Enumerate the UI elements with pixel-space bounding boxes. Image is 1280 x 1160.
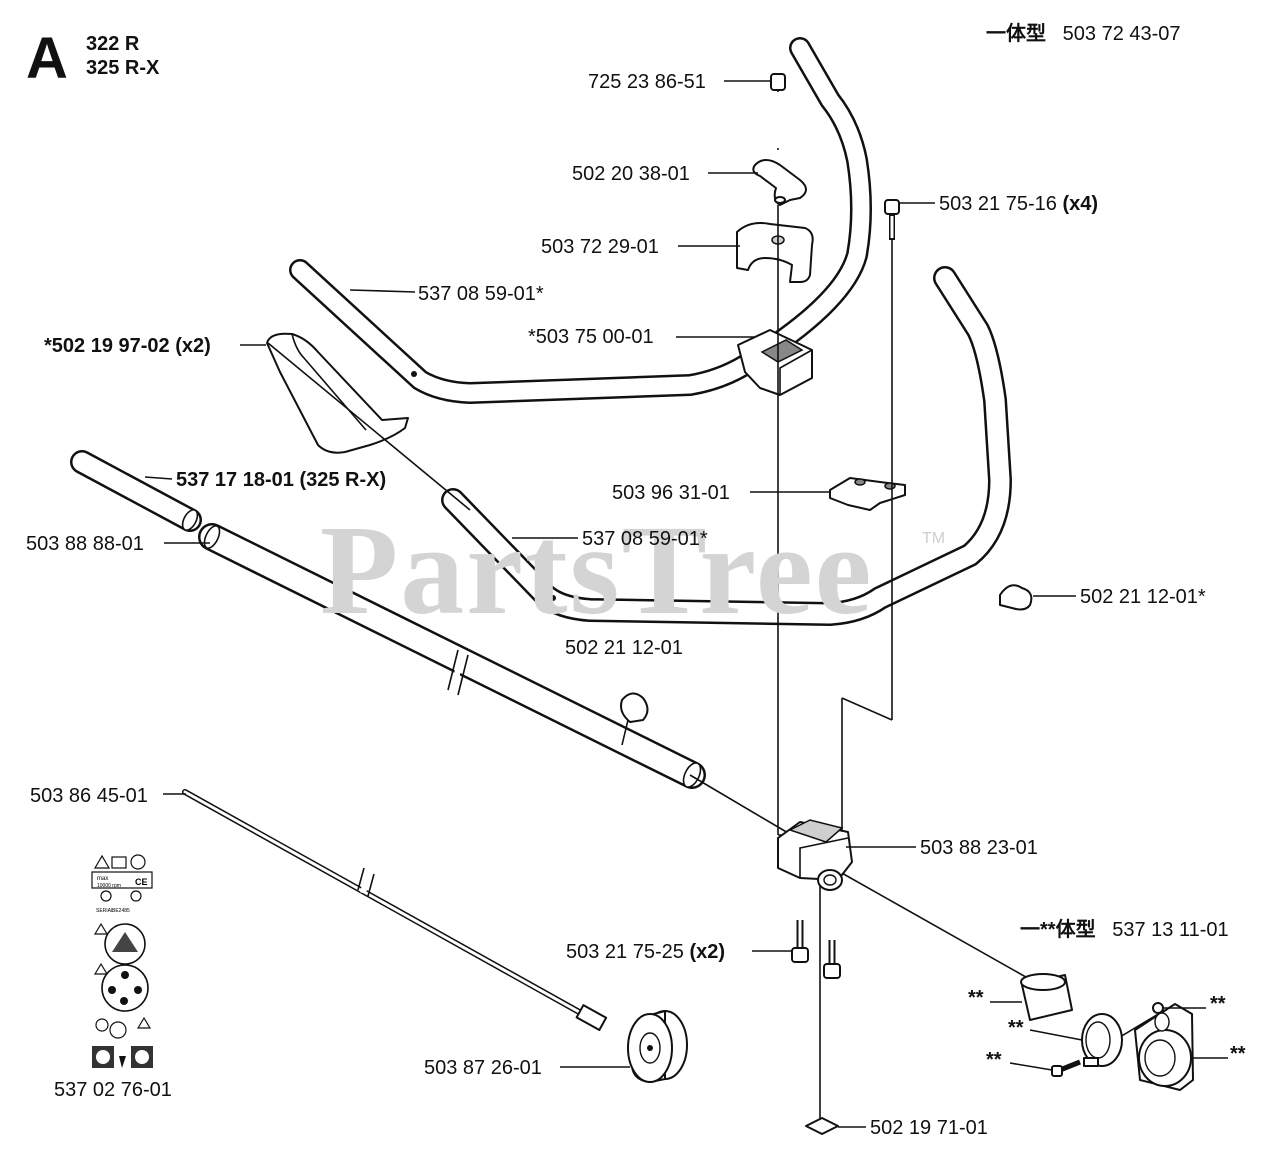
callout-502-19-71-01[interactable]: 502 19 71-01	[870, 1117, 988, 1139]
callout-503-21-75-16-part: 503 21 75-16	[939, 193, 1057, 215]
callout-503-21-75-25-part: 503 21 75-25	[566, 941, 684, 963]
marker-ring: **	[1008, 1017, 1024, 1039]
kit-alt: 一**体型 537 13 11-01	[1020, 918, 1229, 942]
kit-one-piece: 一体型 503 72 43-07	[986, 22, 1181, 46]
callout-503-88-88-01[interactable]: 503 88 88-01	[26, 533, 144, 555]
drive-flange	[627, 1010, 688, 1083]
bolt-long	[884, 199, 900, 240]
watermark: PartsTree	[320, 499, 874, 641]
drive-shaft	[182, 789, 608, 1032]
callout-503-21-75-16[interactable]: 503 21 75-16 (x4)	[939, 192, 1098, 216]
kit-clamp	[1134, 1003, 1194, 1091]
model-325rx: 325 R-X	[86, 57, 160, 79]
marker-nut: **	[1210, 993, 1226, 1015]
callout-537-08-59-01-lower[interactable]: 537 08 59-01*	[582, 528, 708, 550]
decal-serial-text: SERIAL	[96, 908, 114, 914]
marker-clamp: **	[1230, 1043, 1246, 1065]
handlebar-lower	[441, 266, 1012, 626]
callout-537-17-18-01[interactable]: 537 17 18-01 (325 R-X)	[176, 469, 387, 491]
marker-screw: **	[986, 1049, 1002, 1071]
callout-537-08-59-01-upper[interactable]: 537 08 59-01*	[418, 283, 544, 305]
bracket-bolts	[791, 920, 841, 979]
callout-502-21-12-01-star[interactable]: 502 21 12-01*	[1080, 586, 1206, 608]
kit-ring	[1081, 1013, 1123, 1067]
kit-one-piece-prefix: 一体型	[986, 23, 1046, 45]
shaft-tube	[198, 523, 706, 789]
shaft-knob	[620, 692, 649, 723]
square-nut	[805, 1117, 839, 1135]
kit-alt-part: 537 13 11-01	[1112, 919, 1229, 941]
callout-502-19-97-02[interactable]: *502 19 97-02 (x2)	[44, 335, 211, 357]
leader-lines	[144, 80, 1228, 1128]
section-letter: A	[26, 26, 68, 91]
kit-sleeve	[1020, 973, 1073, 1021]
callout-503-72-29-01[interactable]: 503 72 29-01	[541, 236, 659, 258]
kit-one-piece-part: 503 72 43-07	[1062, 23, 1181, 45]
callout-502-21-12-01[interactable]: 502 21 12-01	[565, 637, 683, 659]
callout-725-23-86-51[interactable]: 725 23 86-51	[588, 71, 706, 93]
decal-max-text: max	[97, 876, 108, 882]
decal-ce-text: CE	[135, 877, 148, 887]
callout-503-21-75-25-qty: (x2)	[689, 941, 726, 963]
callout-503-86-45-01[interactable]: 503 86 45-01	[30, 785, 148, 807]
clamp-block	[737, 329, 813, 396]
callout-503-21-75-16-qty: (x4)	[1062, 193, 1099, 215]
callout-503-87-26-01[interactable]: 503 87 26-01	[424, 1057, 542, 1079]
bar-knob	[999, 584, 1033, 611]
kit-alt-prefix: 一**体型	[1020, 919, 1096, 941]
guide-lines	[267, 205, 1166, 1120]
decal-code-text: BE2485	[112, 908, 130, 914]
callout-503-88-23-01[interactable]: 503 88 23-01	[920, 837, 1038, 859]
handlebar-upper	[289, 37, 872, 404]
marker-sleeve: **	[968, 987, 984, 1009]
grip-cover	[266, 332, 409, 454]
bolt-top	[770, 73, 786, 150]
wing-knob	[752, 159, 807, 206]
callout-503-75-00-01[interactable]: *503 75 00-01	[528, 326, 654, 348]
callout-503-21-75-25[interactable]: 503 21 75-25 (x2)	[566, 940, 725, 964]
decal-panel: max 10000 rpm CE SERIAL BE2485	[91, 854, 153, 1068]
bracket-housing	[777, 819, 853, 891]
watermark-tm: TM	[922, 530, 946, 547]
kit-screw	[1051, 1059, 1081, 1077]
model-322r: 322 R	[86, 33, 140, 55]
callout-502-20-38-01[interactable]: 502 20 38-01	[572, 163, 690, 185]
clamp-top	[736, 222, 814, 283]
callout-503-96-31-01[interactable]: 503 96 31-01	[612, 482, 730, 504]
callout-537-02-76-01[interactable]: 537 02 76-01	[54, 1079, 172, 1101]
decal-rpm-text: 10000 rpm	[97, 883, 121, 889]
kit-nut	[1152, 1002, 1164, 1014]
extension-tube	[70, 450, 202, 532]
